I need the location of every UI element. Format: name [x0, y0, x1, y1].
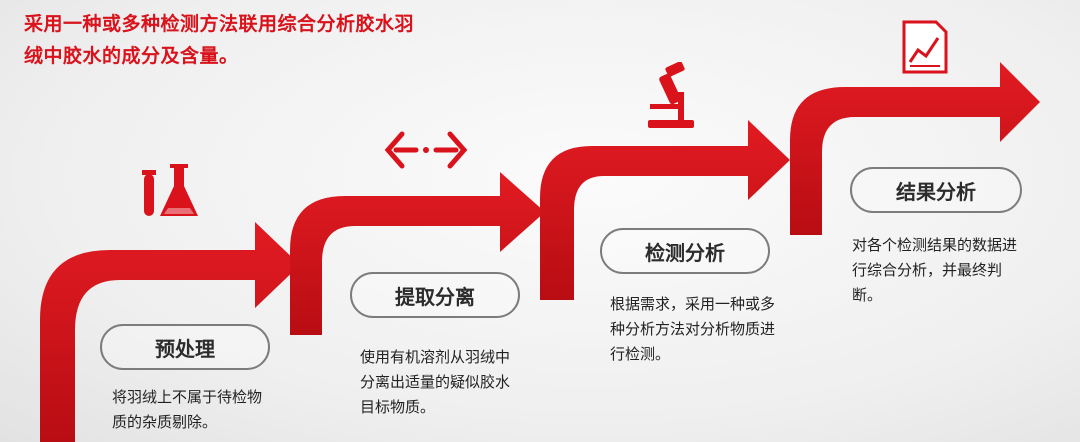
step-title-4: 结果分析: [896, 179, 976, 204]
step-pill-3: 检测分析: [600, 228, 770, 274]
step-description-1: 将羽绒上不属于待检物质的杂质剔除。: [112, 388, 263, 431]
arrow-step-4: [790, 62, 1040, 235]
step-pill-4: 结果分析: [850, 167, 1022, 213]
arrow-step-1: [40, 222, 300, 442]
step-pill-2: 提取分离: [350, 272, 520, 318]
step-description-3: 根据需求，采用一种或多种分析方法对分析物质进行检测。: [610, 295, 776, 363]
step-pill-1: 预处理: [100, 324, 270, 370]
arrow-step-2: [290, 172, 545, 335]
headline: 采用一种或多种检测方法联用综合分析胶水羽绒中胶水的成分及含量。: [24, 13, 415, 67]
step-title-3: 检测分析: [645, 240, 725, 265]
step-title-1: 预处理: [155, 336, 215, 361]
separation-arrows-icon: [384, 131, 468, 169]
step-description-2: 使用有机溶剂从羽绒中分离出适量的疑似胶水目标物质。: [360, 348, 511, 416]
lab-flask-icon: [142, 164, 198, 216]
arrow-step-3: [540, 120, 790, 300]
step-description-4: 对各个检测结果的数据进行综合分析，并最终判断。: [852, 236, 1018, 304]
microscope-icon: [648, 62, 694, 128]
step-title-2: 提取分离: [395, 284, 475, 309]
report-chart-icon: [902, 20, 948, 74]
